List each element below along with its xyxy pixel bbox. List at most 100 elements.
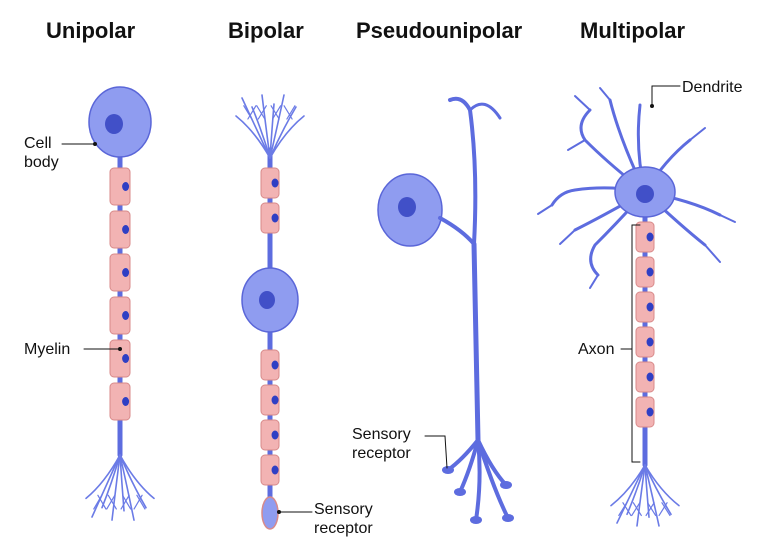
title-unipolar: Unipolar	[46, 18, 136, 43]
bipolar-dendrite-branch	[261, 94, 271, 159]
multipolar-dendrite-twig	[689, 127, 706, 141]
bipolar-dendrite-twig	[272, 105, 282, 120]
unipolar-dendrite-twig	[97, 494, 107, 510]
bipolar-upper-schwann-nucleus	[271, 213, 279, 223]
unipolar-nucleus	[105, 114, 123, 134]
bipolar-lower-myelin-segment	[260, 349, 280, 381]
multipolar-myelin-segment	[635, 326, 655, 358]
unipolar-schwann-nucleus	[122, 268, 130, 277]
multipolar-dendrite-twig	[574, 95, 591, 111]
pseudounipolar-receptor-ending	[454, 488, 466, 496]
label-myelin: Myelin	[24, 341, 71, 358]
unipolar-dendrite-branch	[119, 454, 135, 521]
unipolar-dendrite-branch	[119, 454, 155, 500]
title-multipolar: Multipolar	[580, 18, 686, 43]
title-pseudounipolar: Pseudounipolar	[356, 18, 523, 43]
label-cell-body-line2: body	[24, 154, 59, 171]
pseudounipolar-receptor-ending	[502, 514, 514, 522]
bipolar-lower-schwann-nucleus	[271, 360, 279, 370]
unipolar-schwann-nucleus	[122, 397, 130, 406]
bipolar-dendrite-branch	[269, 94, 285, 159]
bipolar-dendrite-branch	[269, 115, 305, 159]
title-bipolar: Bipolar	[228, 18, 304, 43]
multipolar-dendrite-twig	[631, 502, 641, 517]
multipolar-dendrite-twig	[658, 502, 668, 517]
bipolar-dendrite-twig	[256, 105, 266, 120]
bipolar-dendrite-twig	[257, 105, 267, 120]
unipolar-schwann-nucleus	[122, 354, 130, 363]
multipolar-myelin-segment	[635, 396, 655, 428]
multipolar-dendrite-branch	[644, 464, 660, 527]
bipolar-lower-schwann-nucleus	[271, 395, 279, 405]
multipolar-dendrite-twig	[632, 502, 642, 517]
unipolar-schwann-nucleus	[122, 182, 130, 191]
bipolar-upper-myelin-segment	[260, 167, 280, 199]
pseudounipolar-nucleus	[398, 197, 416, 217]
multipolar-dendrite-twig	[704, 244, 721, 263]
multipolar-schwann-nucleus	[646, 267, 654, 277]
pseudounipolar-receptor-ending	[442, 466, 454, 474]
dendrite-leader-dot	[650, 104, 654, 108]
multipolar-dendrite-branch	[644, 464, 680, 507]
unipolar-myelin-segment	[109, 210, 131, 249]
multipolar-myelin-segment	[635, 256, 655, 288]
label-sensory-receptor-pseudo-line2: receptor	[352, 445, 411, 462]
label-dendrite: Dendrite	[682, 79, 743, 96]
multipolar-dendrite-twig	[622, 502, 632, 517]
pseudounipolar-receptor-branch	[476, 438, 510, 520]
bipolar-upper-schwann-nucleus	[271, 178, 279, 188]
pseudounipolar-receptor-ending	[470, 516, 482, 524]
multipolar-dendrite-twig	[661, 502, 671, 517]
multipolar-myelin-segment	[635, 221, 655, 253]
unipolar-dendrite-twig	[136, 494, 146, 510]
multipolar-dendrite-twig	[647, 502, 657, 517]
label-sensory-receptor-pseudo-line1: Sensory	[352, 426, 411, 443]
multipolar-dendrite-twig	[599, 87, 611, 101]
bipolar-lower-myelin-segment	[260, 384, 280, 416]
unipolar-dendrite-twig	[122, 494, 132, 510]
bipolar-dendrite-twig	[270, 105, 280, 120]
bipolar-lower-schwann-nucleus	[271, 430, 279, 440]
unipolar-dendrite-twig	[133, 494, 143, 510]
cell-body-leader-dot	[93, 142, 97, 146]
unipolar-dendrite-branch	[85, 454, 121, 500]
multipolar-dendrite-twig	[618, 502, 628, 517]
multipolar-myelin-segment	[635, 291, 655, 323]
myelin-leader-dot	[118, 347, 122, 351]
multipolar-dendrite-twig	[645, 502, 655, 517]
bipolar-dendrite-twig	[286, 105, 296, 120]
label-sensory-receptor-bipolar-line1: Sensory	[314, 501, 373, 518]
bipolar-nucleus	[259, 291, 275, 309]
unipolar-dendrite-twig	[107, 494, 117, 510]
multipolar-dendrite-twig	[537, 204, 553, 215]
multipolar-schwann-nucleus	[646, 232, 654, 242]
pseudounipolar-central-branch	[448, 96, 478, 246]
multipolar-dendrite-branch	[636, 464, 646, 527]
bipolar-lower-schwann-nucleus	[271, 465, 279, 475]
label-axon: Axon	[578, 341, 615, 358]
bipolar-sensory-receptor	[261, 496, 279, 530]
unipolar-myelin-segment	[109, 167, 131, 206]
bipolar-dendrite-twig	[243, 105, 253, 120]
label-sensory-receptor-bipolar-line2: receptor	[314, 520, 373, 537]
multipolar-nucleus	[636, 185, 654, 203]
bipolar-lower-myelin-segment	[260, 454, 280, 486]
unipolar-schwann-nucleus	[122, 225, 130, 234]
bipolar-dendrite-branch	[235, 115, 271, 159]
pseudounipolar-receptor-ending	[500, 481, 512, 489]
unipolar-myelin-segment	[109, 296, 131, 335]
multipolar-dendrite-twig	[719, 214, 736, 223]
multipolar-schwann-nucleus	[646, 302, 654, 312]
bipolar-upper-myelin-segment	[260, 202, 280, 234]
unipolar-myelin-segment	[109, 382, 131, 421]
multipolar-dendrite-twig	[567, 139, 586, 151]
unipolar-myelin-segment	[109, 253, 131, 292]
bipolar-dendrite-twig	[247, 105, 257, 120]
multipolar-dendrite-twig	[589, 274, 599, 289]
label-cell-body-line1: Cell	[24, 135, 52, 152]
pseudo-sensory-receptor-leader-v	[444, 435, 448, 469]
pseudounipolar-stem	[438, 216, 476, 246]
multipolar-schwann-nucleus	[646, 407, 654, 417]
